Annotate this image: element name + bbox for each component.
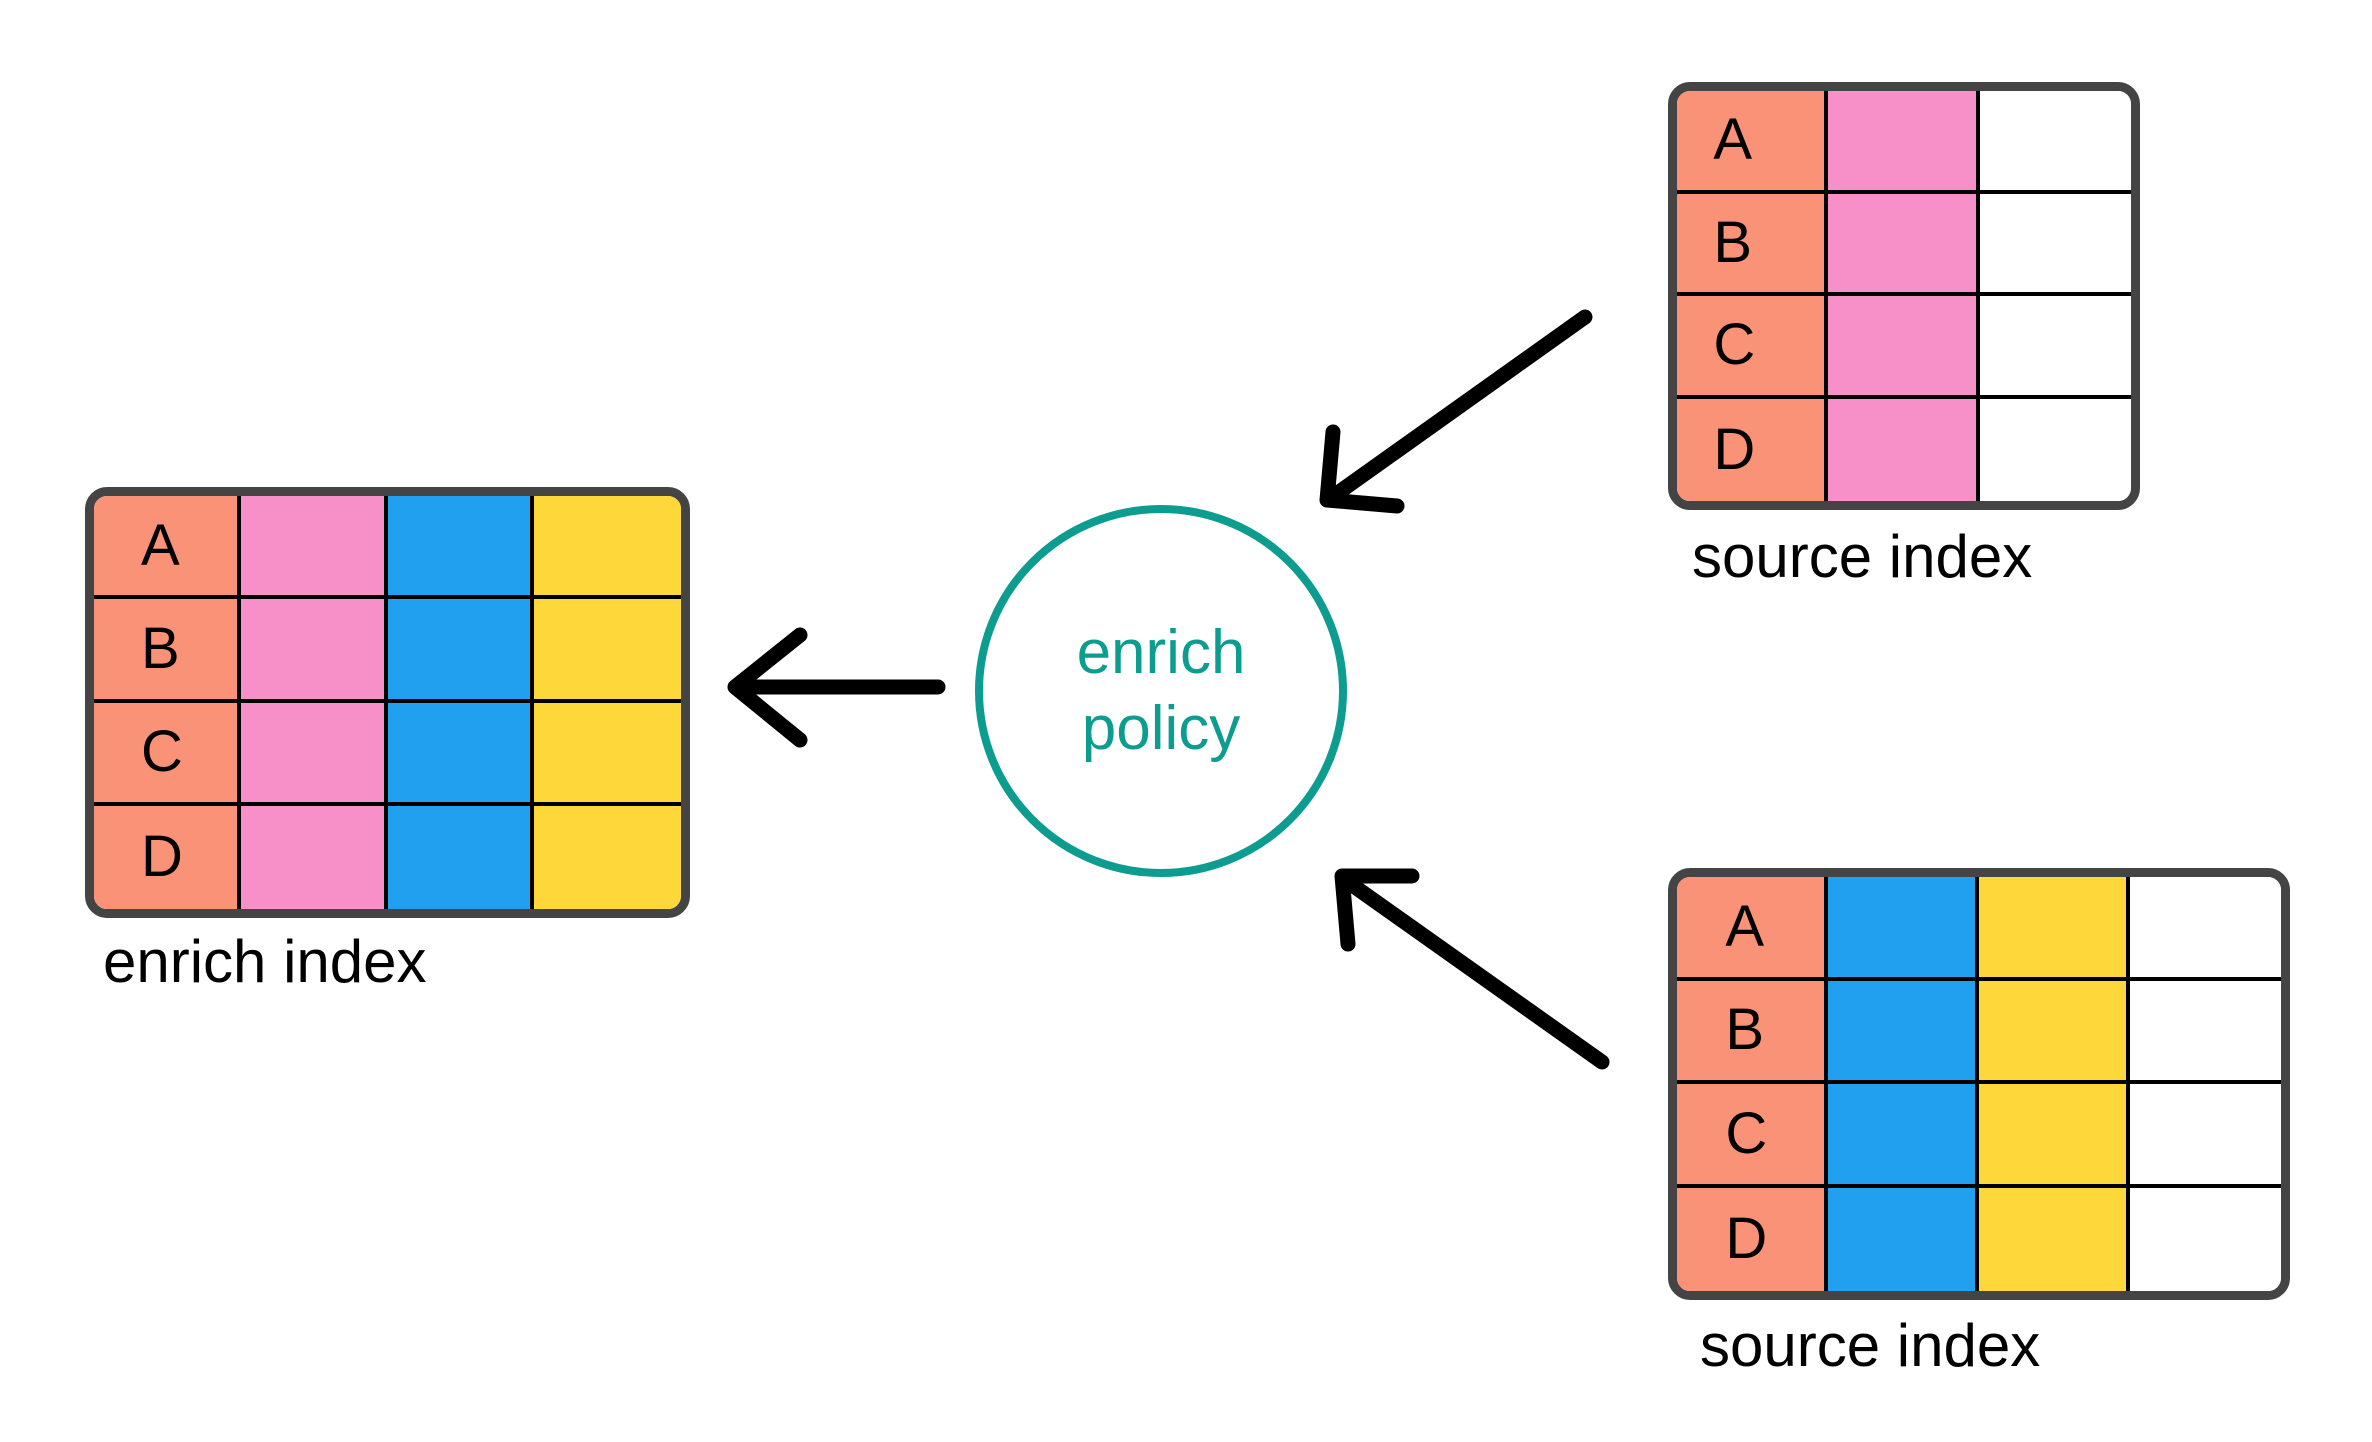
source-top-empty-cell (1979, 91, 2131, 194)
table-row: D (1677, 398, 2131, 501)
source-bottom-blue-cell (1828, 877, 1979, 981)
enrich-yellow-cell (534, 702, 681, 806)
enrich-policy-node[interactable]: enrich policy (975, 505, 1347, 877)
source-bottom-empty-cell (2130, 1187, 2281, 1291)
enrich-index-table: A B C D (85, 487, 690, 918)
source-top-pink-cell (1828, 398, 1980, 501)
policy-label-line1: enrich (1076, 618, 1246, 688)
source-bottom-empty-cell (2130, 1084, 2281, 1188)
source-bottom-blue-cell (1828, 980, 1979, 1084)
enrich-blue-cell (387, 496, 535, 600)
source-top-pink-cell (1828, 91, 1980, 194)
enrich-key-cell: C (94, 702, 241, 806)
table-row: B (94, 599, 681, 703)
table-row: B (1677, 193, 2131, 296)
source-top-key-cell: B (1677, 193, 1829, 296)
table-row: D (94, 805, 681, 909)
source-bottom-yellow-cell (1979, 980, 2130, 1084)
source-bottom-key-cell: C (1677, 1084, 1828, 1188)
enrich-blue-cell (387, 599, 535, 703)
arrow-bottom-source-to-policy (1334, 868, 1610, 1070)
source-index-top-label: source index (1692, 523, 2033, 590)
table-row: C (1677, 296, 2131, 399)
source-top-pink-cell (1828, 193, 1980, 296)
table-row: A (94, 496, 681, 600)
enrich-pink-cell (240, 599, 388, 703)
enrich-yellow-cell (534, 496, 681, 600)
table-row: B (1677, 980, 2281, 1084)
source-top-pink-cell (1828, 296, 1980, 399)
source-top-empty-cell (1979, 296, 2131, 399)
source-index-bottom-label: source index (1700, 1312, 2041, 1379)
source-bottom-yellow-cell (1979, 1187, 2130, 1291)
source-top-key-cell: D (1677, 398, 1829, 501)
source-top-key-cell: C (1677, 296, 1829, 399)
source-bottom-key-cell: D (1677, 1187, 1828, 1291)
table-row: A (1677, 91, 2131, 194)
table-row: C (1677, 1084, 2281, 1188)
source-top-empty-cell (1979, 193, 2131, 296)
source-index-bottom-table: A B C D (1668, 868, 2290, 1300)
source-bottom-key-cell: A (1677, 877, 1828, 981)
source-bottom-yellow-cell (1979, 877, 2130, 981)
source-bottom-blue-cell (1828, 1187, 1979, 1291)
source-bottom-yellow-cell (1979, 1084, 2130, 1188)
source-top-key-cell: A (1677, 91, 1829, 194)
source-index-top-table: A B C D (1668, 82, 2140, 510)
enrich-blue-cell (387, 805, 535, 909)
source-bottom-blue-cell (1828, 1084, 1979, 1188)
table-row: D (1677, 1187, 2281, 1291)
enrich-blue-cell (387, 702, 535, 806)
source-bottom-empty-cell (2130, 877, 2281, 981)
table-row: C (94, 702, 681, 806)
source-bottom-key-cell: B (1677, 980, 1828, 1084)
source-bottom-empty-cell (2130, 980, 2281, 1084)
table-row: A (1677, 877, 2281, 981)
source-top-empty-cell (1979, 398, 2131, 501)
enrich-key-cell: A (94, 496, 241, 600)
enrich-pink-cell (240, 702, 388, 806)
enrich-key-cell: D (94, 805, 241, 909)
enrich-pink-cell (240, 805, 388, 909)
enrich-yellow-cell (534, 599, 681, 703)
enrich-pink-cell (240, 496, 388, 600)
enrich-yellow-cell (534, 805, 681, 909)
enrich-index-label: enrich index (103, 928, 427, 995)
arrow-top-source-to-policy (1319, 309, 1593, 514)
policy-label-line2: policy (1081, 694, 1241, 763)
arrow-policy-to-enrich-index (727, 627, 946, 748)
enrich-key-cell: B (94, 599, 241, 703)
